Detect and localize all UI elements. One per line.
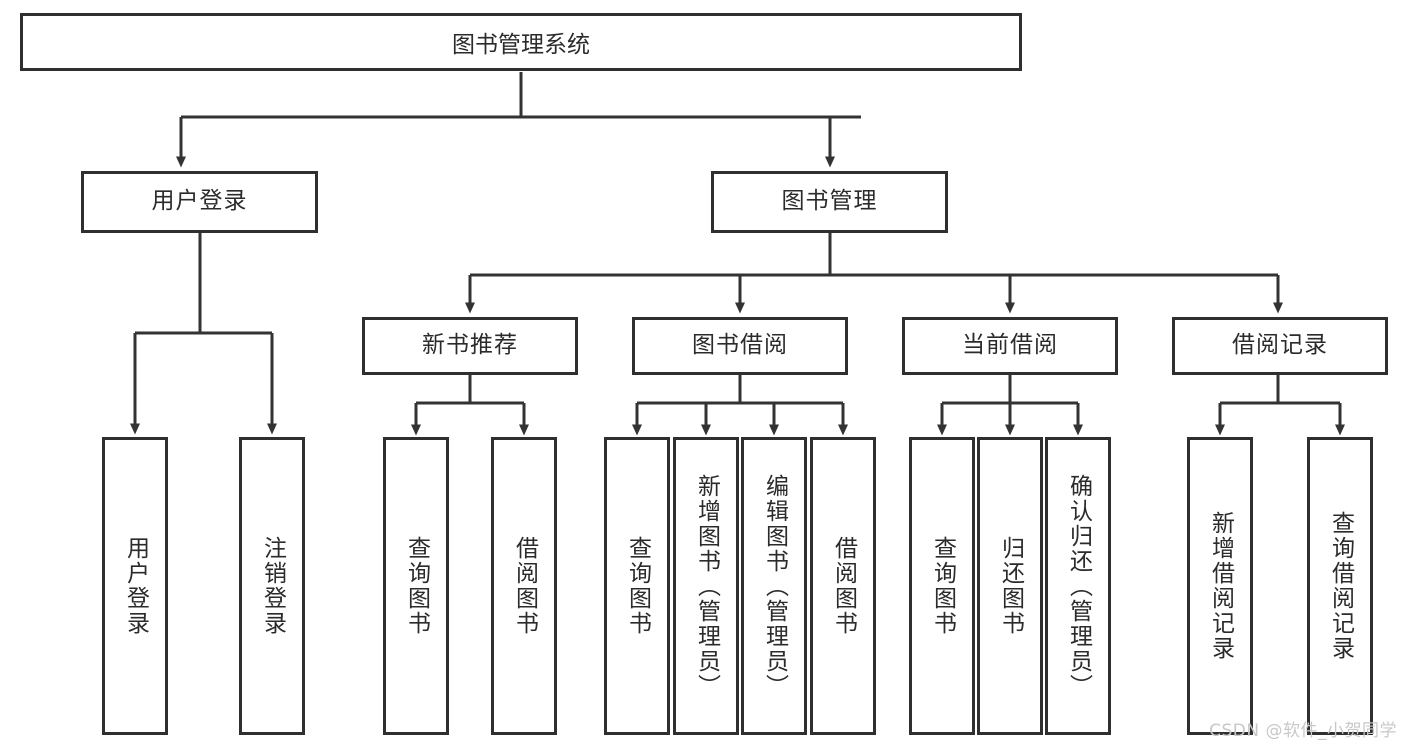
leaf-new-book-borrow[interactable]: 借阅图书 bbox=[491, 437, 557, 735]
node-borrow-record[interactable]: 借阅记录 bbox=[1172, 317, 1388, 375]
node-book-manage-label: 图书管理 bbox=[781, 188, 878, 215]
leaf-label: 编辑图书（管理员） bbox=[761, 473, 788, 699]
node-book-borrow-label: 图书借阅 bbox=[692, 332, 788, 359]
leaf-borrow-record-add[interactable]: 新增借阅记录 bbox=[1187, 437, 1253, 735]
leaf-label: 查询图书 bbox=[929, 536, 956, 636]
leaf-current-borrow-query[interactable]: 查询图书 bbox=[909, 437, 975, 735]
node-root-system[interactable]: 图书管理系统 bbox=[20, 13, 1022, 71]
leaf-label: 查询图书 bbox=[403, 536, 430, 636]
node-borrow-record-label: 借阅记录 bbox=[1232, 332, 1328, 359]
watermark: CSDN @软件_小贺同学 bbox=[1209, 721, 1397, 741]
leaf-new-book-query[interactable]: 查询图书 bbox=[383, 437, 449, 735]
node-current-borrow-label: 当前借阅 bbox=[962, 332, 1058, 359]
leaf-label: 新增图书（管理员） bbox=[693, 473, 720, 699]
node-book-borrow[interactable]: 图书借阅 bbox=[632, 317, 848, 375]
leaf-current-borrow-confirm[interactable]: 确认归还（管理员） bbox=[1045, 437, 1111, 735]
node-current-borrow[interactable]: 当前借阅 bbox=[902, 317, 1118, 375]
leaf-label: 借阅图书 bbox=[830, 536, 857, 636]
leaf-label: 查询图书 bbox=[624, 536, 651, 636]
leaf-label: 查询借阅记录 bbox=[1327, 511, 1354, 661]
node-new-book-recommend-label: 新书推荐 bbox=[422, 332, 518, 359]
leaf-book-borrow-edit[interactable]: 编辑图书（管理员） bbox=[741, 437, 807, 735]
leaf-label: 用户登录 bbox=[122, 536, 149, 636]
leaf-borrow-record-query[interactable]: 查询借阅记录 bbox=[1307, 437, 1373, 735]
leaf-book-borrow-borrow[interactable]: 借阅图书 bbox=[810, 437, 876, 735]
leaf-label: 注销登录 bbox=[259, 536, 286, 636]
leaf-current-borrow-return[interactable]: 归还图书 bbox=[977, 437, 1043, 735]
leaf-book-borrow-add[interactable]: 新增图书（管理员） bbox=[673, 437, 739, 735]
leaf-label: 确认归还（管理员） bbox=[1065, 473, 1092, 699]
leaf-label: 新增借阅记录 bbox=[1207, 511, 1234, 661]
node-user-login[interactable]: 用户登录 bbox=[81, 171, 318, 233]
leaf-user-login-logout[interactable]: 注销登录 bbox=[239, 437, 305, 735]
node-new-book-recommend[interactable]: 新书推荐 bbox=[362, 317, 578, 375]
leaf-label: 归还图书 bbox=[997, 536, 1024, 636]
node-root-label: 图书管理系统 bbox=[452, 32, 590, 58]
node-book-manage[interactable]: 图书管理 bbox=[711, 171, 948, 233]
leaf-label: 借阅图书 bbox=[511, 536, 538, 636]
leaf-user-login-login[interactable]: 用户登录 bbox=[102, 437, 168, 735]
leaf-book-borrow-query[interactable]: 查询图书 bbox=[604, 437, 670, 735]
node-user-login-label: 用户登录 bbox=[151, 188, 248, 215]
